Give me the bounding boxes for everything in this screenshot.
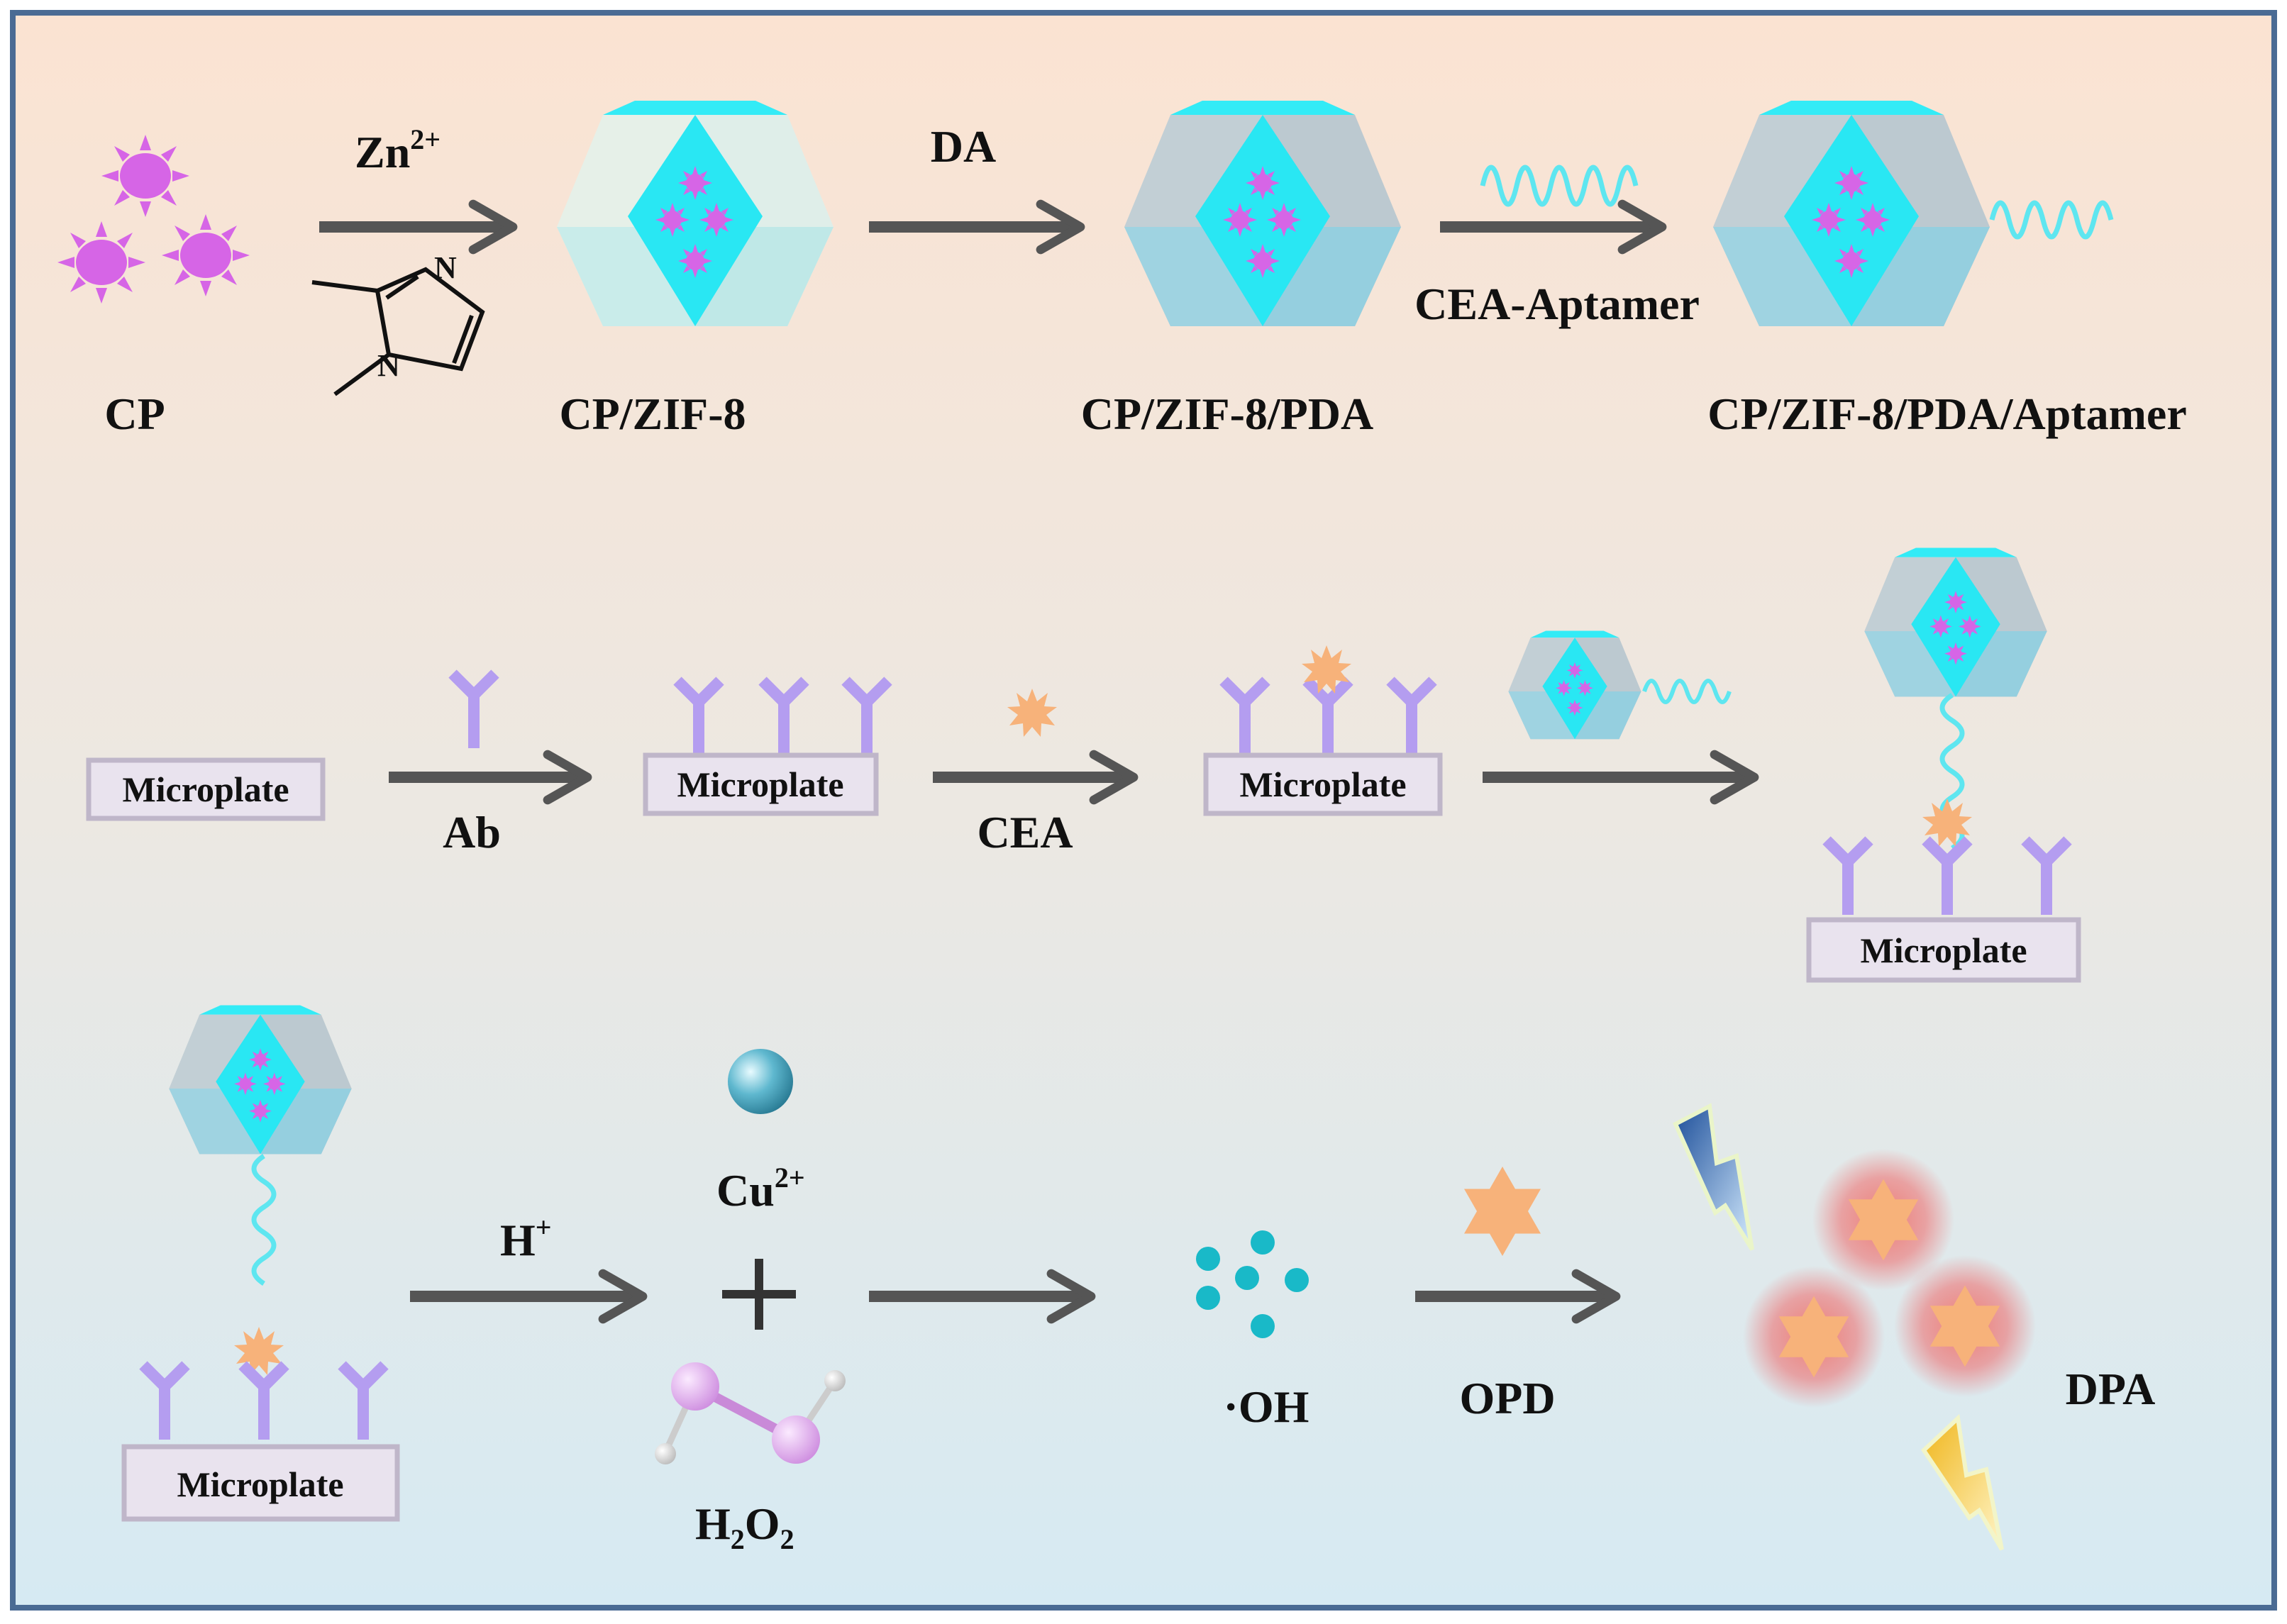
cp-zif8-pda-icon xyxy=(1124,101,1401,326)
lightning-icon xyxy=(1921,1413,2004,1551)
svg-text:Microplate: Microplate xyxy=(677,764,843,804)
microplate-with-ab-cea: Microplate xyxy=(1203,645,1443,816)
cea-label: CEA xyxy=(977,807,1073,857)
microplate-initial: Microplate xyxy=(86,757,326,821)
sandwich-complex: Microplate xyxy=(1806,548,2081,983)
imidazole-n-top: N xyxy=(434,250,457,285)
sandwich-complex-row3: Microplate xyxy=(121,1006,400,1522)
dpa-label: DPA xyxy=(2066,1364,2156,1414)
h2o2-label: H2O2 xyxy=(695,1498,794,1555)
cu-label: Cu2+ xyxy=(716,1162,805,1216)
probe-small-icon xyxy=(1508,631,1732,740)
svg-text:Microplate: Microplate xyxy=(177,1464,343,1504)
plus-sign xyxy=(722,1259,796,1330)
cea-aptamer-label: CEA-Aptamer xyxy=(1414,279,1700,329)
ab-label: Ab xyxy=(443,807,501,857)
cp-zif8-icon xyxy=(557,101,834,326)
dpa-glow-star-icon xyxy=(1743,1149,2036,1408)
lightning-icon xyxy=(1673,1103,1754,1251)
svg-text:Microplate: Microplate xyxy=(122,769,289,809)
cp-label: CP xyxy=(104,389,165,439)
da-label: DA xyxy=(931,121,996,172)
svg-text:Microplate: Microplate xyxy=(1860,930,2027,970)
h2o2-molecule-icon xyxy=(655,1362,846,1464)
hydroxyl-radical-dots-icon xyxy=(1196,1230,1309,1338)
svg-text:Microplate: Microplate xyxy=(1239,764,1406,804)
cp-zif8-pda-aptamer-label: CP/ZIF-8/PDA/Aptamer xyxy=(1707,389,2186,439)
zn-label: Zn2+ xyxy=(355,123,441,177)
oh-label: ·OH xyxy=(1224,1381,1309,1432)
imidazole-structure-icon xyxy=(311,267,485,396)
aptamer-wave-icon xyxy=(1480,165,1639,207)
cp-zif8-pda-aptamer-icon xyxy=(1713,101,1990,326)
cu-ion-sphere-icon xyxy=(728,1049,793,1114)
opd-label: OPD xyxy=(1459,1373,1555,1423)
imidazole-n-bottom: N xyxy=(377,348,400,383)
microplate-with-ab: Microplate xyxy=(643,681,888,816)
cp-zif8-pda-label: CP/ZIF-8/PDA xyxy=(1081,389,1373,439)
aptamer-wave-icon xyxy=(1989,200,2114,240)
cp-zif8-label: CP/ZIF-8 xyxy=(559,389,746,439)
h-plus-label: H+ xyxy=(500,1211,552,1265)
